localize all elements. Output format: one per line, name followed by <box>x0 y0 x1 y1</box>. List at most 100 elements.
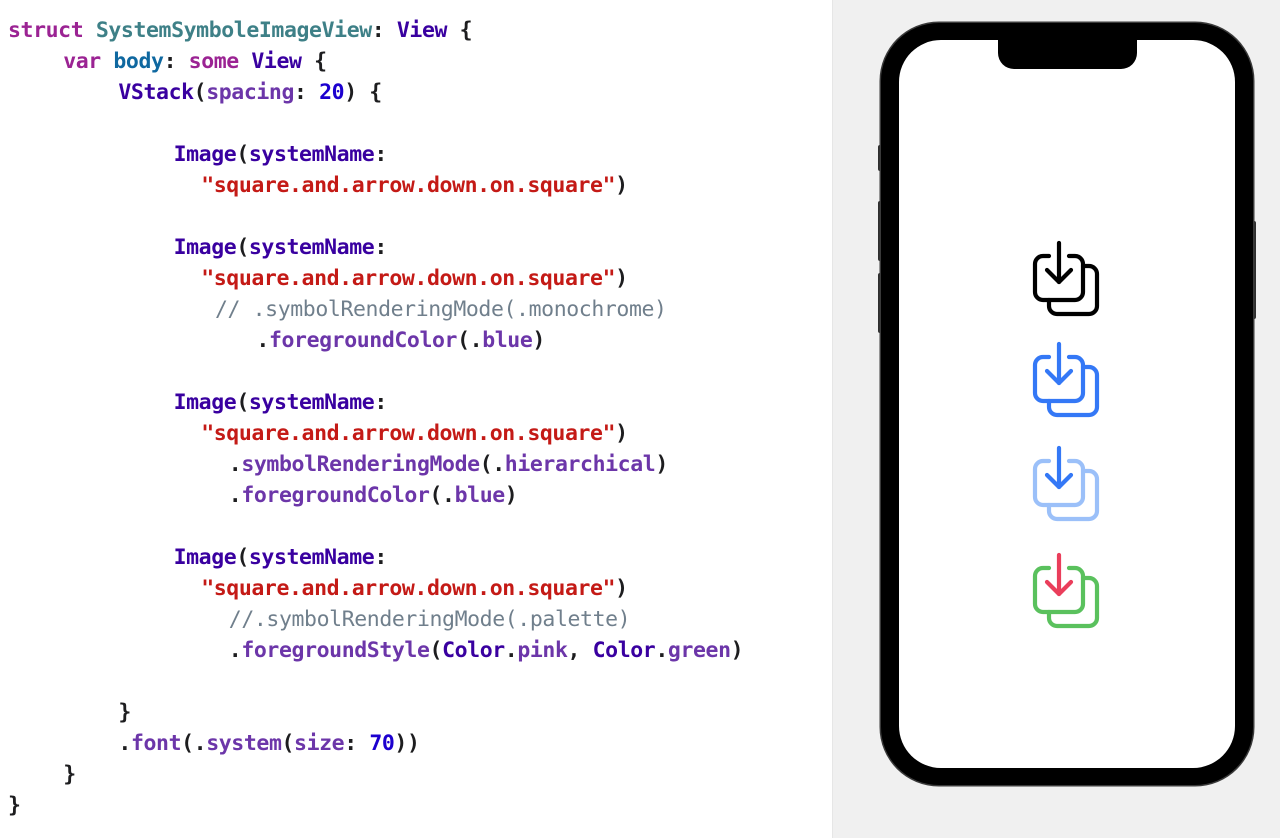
code-line[interactable]: .foregroundColor(.blue) <box>256 325 545 356</box>
code-token-builtin: View <box>396 18 448 43</box>
code-token-plain: { <box>301 49 327 74</box>
phone-power-button <box>1252 221 1256 319</box>
code-token-num: 70 <box>369 731 395 756</box>
square-and-arrow-down-on-square-icon <box>1031 445 1103 527</box>
code-token-plain <box>83 18 96 43</box>
code-token-num: 20 <box>319 80 345 105</box>
square-and-arrow-down-on-square-icon <box>1031 341 1103 423</box>
code-line[interactable]: .symbolRenderingMode(.hierarchical) <box>229 449 668 480</box>
code-token-plain: ( <box>236 235 249 260</box>
code-token-plain: . <box>256 328 269 353</box>
code-token-method: hierarchical <box>504 452 656 477</box>
code-line[interactable]: .font(.system(size: 70)) <box>118 728 420 759</box>
code-line[interactable]: // .symbolRenderingMode(.monochrome) <box>215 294 667 325</box>
code-line[interactable]: "square.and.arrow.down.on.square") <box>201 263 628 294</box>
code-line[interactable]: Image(systemName: <box>173 232 388 263</box>
code-token-builtin: VStack <box>118 80 194 105</box>
code-line[interactable]: Image(systemName: <box>173 387 388 418</box>
square-and-arrow-down-on-square-icon <box>1031 552 1103 634</box>
code-token-kw: some <box>188 49 240 74</box>
code-token-builtin: View <box>251 49 302 74</box>
code-token-plain: ( <box>236 390 249 415</box>
code-token-method: blue <box>482 328 533 353</box>
code-token-comment: //.symbolRenderingMode(.palette) <box>228 607 631 632</box>
canvas-preview <box>832 0 1280 838</box>
code-token-str: "square.and.arrow.down.on.square" <box>201 576 616 601</box>
code-token-builtin: Color <box>592 638 656 663</box>
code-token-plain: ) <box>532 328 545 353</box>
code-token-plain: . <box>118 731 131 756</box>
code-token-plain: : <box>294 80 320 105</box>
code-token-plain: (. <box>429 483 455 508</box>
code-line[interactable]: "square.and.arrow.down.on.square") <box>201 170 628 201</box>
code-token-type: SystemSymboleImageView <box>95 18 372 43</box>
code-token-plain: . <box>228 483 242 508</box>
code-token-builtin: systemName <box>248 235 375 260</box>
code-token-builtin: systemName <box>248 545 375 570</box>
code-token-kw: var <box>63 49 101 74</box>
code-line[interactable]: .foregroundStyle(Color.pink, Color.green… <box>228 635 744 666</box>
code-line[interactable]: struct SystemSymboleImageView: View { <box>8 15 473 46</box>
code-token-plain: : <box>374 545 387 570</box>
code-token-decl: body <box>113 49 164 74</box>
code-token-plain: ( <box>236 545 249 570</box>
code-token-plain: ) <box>615 266 628 291</box>
code-token-method: pink <box>517 638 568 663</box>
code-line[interactable]: "square.and.arrow.down.on.square") <box>201 418 628 449</box>
code-token-plain <box>239 49 252 74</box>
code-line[interactable]: //.symbolRenderingMode(.palette) <box>228 604 631 635</box>
code-token-plain: , <box>567 638 593 663</box>
code-line[interactable]: var body: some View { <box>63 46 327 77</box>
code-token-str: "square.and.arrow.down.on.square" <box>201 266 616 291</box>
code-token-plain: . <box>228 638 242 663</box>
code-token-method: symbolRenderingMode <box>241 452 480 477</box>
phone-notch <box>998 40 1137 69</box>
code-token-plain: } <box>63 762 76 787</box>
code-line[interactable]: Image(systemName: <box>173 542 388 573</box>
code-editor[interactable]: struct SystemSymboleImageView: View {var… <box>0 0 832 838</box>
code-token-plain: ) { <box>344 80 382 105</box>
code-token-plain: ( <box>429 638 443 663</box>
code-token-plain: { <box>447 18 473 43</box>
code-token-str: "square.and.arrow.down.on.square" <box>201 421 616 446</box>
code-token-plain: : <box>374 142 387 167</box>
square-and-arrow-down-on-square-icon <box>1031 240 1103 322</box>
code-token-builtin: systemName <box>248 142 375 167</box>
code-token-plain: ) <box>615 173 628 198</box>
code-token-plain: (. <box>181 731 207 756</box>
code-token-plain: : <box>374 390 387 415</box>
code-token-plain: ) <box>615 576 628 601</box>
code-token-plain: . <box>655 638 668 663</box>
code-line[interactable]: } <box>63 759 76 790</box>
code-token-method: foregroundColor <box>241 483 430 508</box>
code-line[interactable]: } <box>8 790 21 821</box>
phone-screen <box>899 40 1235 768</box>
phone-volume-up-button <box>878 201 882 261</box>
code-token-builtin: Image <box>173 235 237 260</box>
code-token-plain: . <box>504 638 518 663</box>
code-line[interactable]: } <box>118 697 131 728</box>
code-token-plain: ( <box>281 731 295 756</box>
code-token-plain: ) <box>504 483 518 508</box>
code-line[interactable]: VStack(spacing: 20) { <box>118 77 382 108</box>
code-line[interactable]: .foregroundColor(.blue) <box>229 480 518 511</box>
code-token-plain: : <box>374 235 387 260</box>
code-token-method: spacing <box>206 80 295 105</box>
code-token-comment: // .symbolRenderingMode(.monochrome) <box>215 297 667 322</box>
code-token-plain <box>101 49 114 74</box>
code-line[interactable]: Image(systemName: <box>174 139 388 170</box>
code-token-plain: ) <box>615 421 628 446</box>
code-token-builtin: Image <box>173 390 237 415</box>
code-token-plain: (. <box>479 452 505 477</box>
code-token-method: size <box>294 731 345 756</box>
code-token-builtin: Image <box>173 545 237 570</box>
code-token-kw: struct <box>8 18 84 43</box>
code-token-plain: : <box>163 49 189 74</box>
code-token-plain: } <box>8 793 21 818</box>
code-line[interactable]: "square.and.arrow.down.on.square") <box>201 573 628 604</box>
code-token-method: foregroundColor <box>268 328 458 353</box>
code-token-plain: (. <box>457 328 483 353</box>
code-token-plain: } <box>118 700 131 725</box>
phone-silent-switch <box>878 145 882 171</box>
code-token-builtin: systemName <box>248 390 375 415</box>
